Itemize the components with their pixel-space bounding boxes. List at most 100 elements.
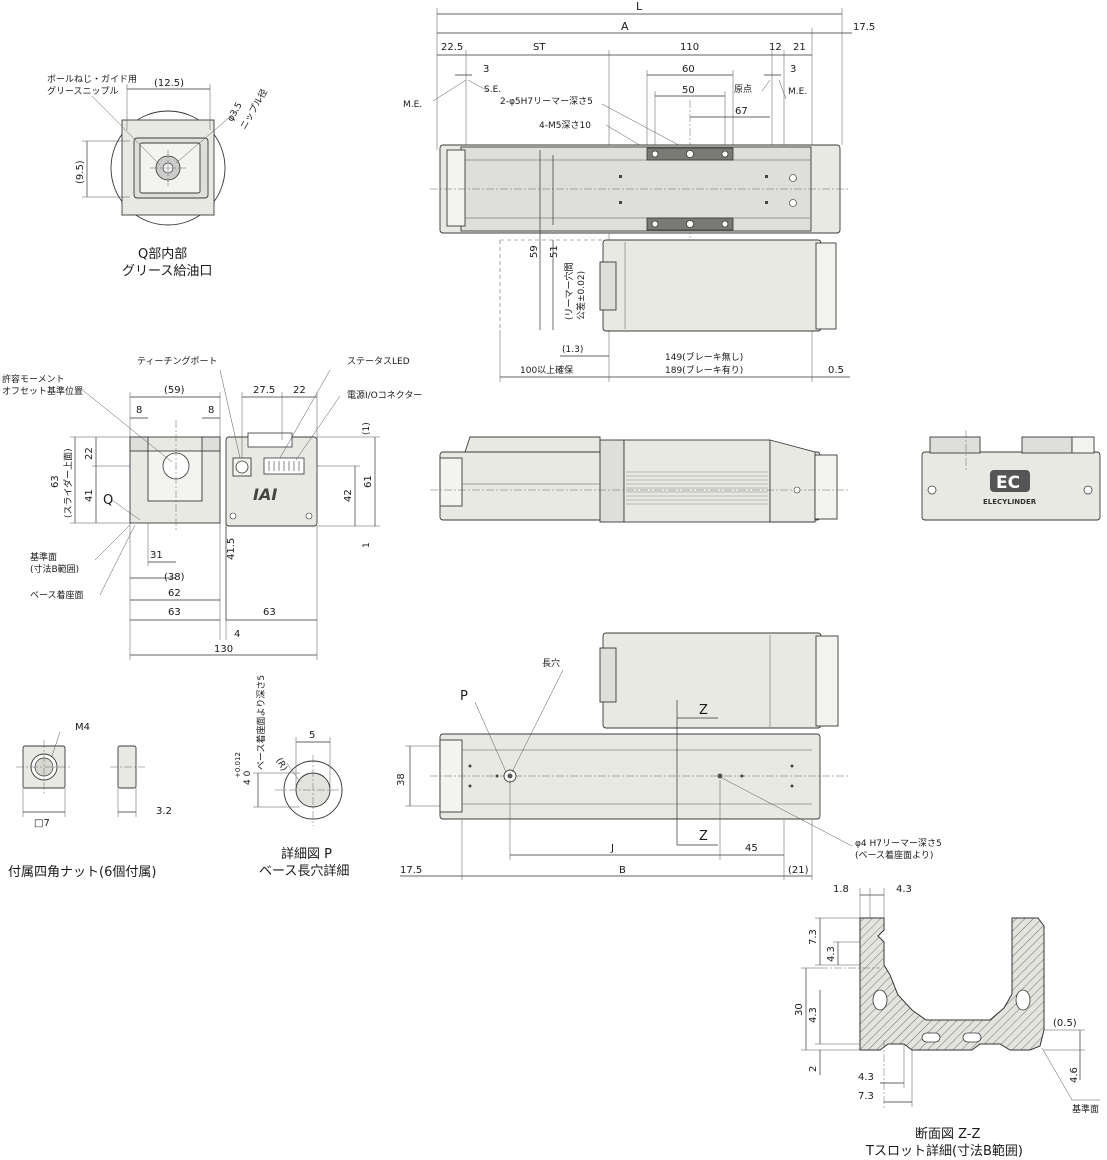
dim-12-5: (12.5) <box>154 78 184 89</box>
dim-3-left: 3 <box>483 64 489 75</box>
dim-38-end: (38) <box>164 572 185 583</box>
label-nipple-for: ボールねじ・ガイド用 <box>47 74 137 85</box>
dim-2: 2 <box>808 1066 819 1072</box>
label-origin: 原点 <box>734 84 752 95</box>
dim-7-3-bottom: 7.3 <box>858 1091 874 1102</box>
logo-elecylinder: ELECYLINDER <box>983 498 1037 506</box>
label-status-led: ステータスLED <box>347 356 410 367</box>
dim-b: B <box>619 865 626 876</box>
section-z-z: 1.8 4.3 7.3 4.3 30 4.3 (0.5) 2 4.6 4.3 7… <box>794 884 1100 1159</box>
end-view: IAI <box>2 355 422 660</box>
dim-4: 4 <box>234 629 240 640</box>
dim-8-left: 8 <box>136 405 142 416</box>
dim-4-3-v2: 4.3 <box>808 1007 819 1023</box>
dim-38-bottom: 38 <box>396 773 407 786</box>
label-me-left: M.E. <box>403 100 422 110</box>
dim-60: 60 <box>682 64 695 75</box>
label-ref-face-section: 基準面 <box>1072 1103 1099 1115</box>
dim-12: 12 <box>769 42 782 53</box>
q-caption-1: Q部内部 <box>138 246 187 262</box>
dim-62: 62 <box>168 588 181 599</box>
label-reamer-bottom: φ4 H7リーマー深さ5 <box>855 838 942 849</box>
section-caption-2: Tスロット詳細(寸法B範囲) <box>865 1143 1023 1159</box>
dim-67: 67 <box>735 106 748 117</box>
label-from-base: (ベース着座面より) <box>855 849 933 861</box>
label-reamer-top: 2-φ5H7リーマー深さ5 <box>500 96 593 107</box>
dim-1-top: (1) <box>362 422 372 435</box>
label-p: P <box>460 689 468 704</box>
dim-8-right: 8 <box>208 405 214 416</box>
square-nut: M4 □7 3.2 付属四角ナット(6個付属) <box>8 722 172 880</box>
p-caption-2: ベース長穴詳細 <box>259 863 349 879</box>
label-reamer-pitch: (リーマー穴間 <box>563 262 575 320</box>
label-moment: 許容モーメント <box>2 373 65 385</box>
dim-59-end: (59) <box>164 385 185 396</box>
dim-9-5: (9.5) <box>75 160 86 184</box>
dim-22-vert: 22 <box>84 447 95 460</box>
label-z-bottom: Z <box>699 829 708 844</box>
dim-4-3-v1: 4.3 <box>826 946 837 962</box>
bottom-view: 長穴 P Z Z φ4 H7リーマー深さ5 (ベース着座面より) 38 J 45… <box>396 632 942 880</box>
logo-iai: IAI <box>253 485 277 504</box>
dim-4-6: 4.6 <box>1069 1067 1080 1083</box>
label-power-connector: 電源I/Oコネクター <box>347 390 422 401</box>
dim-21-bottom: (21) <box>788 865 809 876</box>
dim-17-5-bottom: 17.5 <box>400 865 422 876</box>
label-ref-range: (寸法B範囲) <box>30 563 79 575</box>
label-slider-top: (スライダー上面) <box>62 448 74 518</box>
dim-0-5: 0.5 <box>828 365 844 376</box>
dim-41-5: 41.5 <box>226 538 237 560</box>
logo-ec: EC <box>996 473 1020 493</box>
label-se: S.E. <box>484 85 501 95</box>
label-ref-face: 基準面 <box>30 551 57 563</box>
dim-63-vert: 63 <box>50 475 61 488</box>
dim-4-3-bottom: 4.3 <box>858 1072 874 1083</box>
dim-17-5: 17.5 <box>853 22 875 33</box>
side-view <box>430 436 850 523</box>
dim-1-8: 1.8 <box>833 884 849 895</box>
label-p-r: (R) <box>273 757 288 774</box>
label-teaching-port: ティーチングポート <box>137 355 217 367</box>
dim-3-2: 3.2 <box>156 806 172 817</box>
dim-21: 21 <box>793 42 806 53</box>
dim-7-3: 7.3 <box>808 929 819 945</box>
dim-41: 41 <box>84 489 95 502</box>
label-m4: M4 <box>75 722 90 733</box>
dim-1-3: (1.3) <box>562 345 583 355</box>
dim-110: 110 <box>680 42 699 53</box>
dim-0-5-section: (0.5) <box>1053 1018 1077 1029</box>
label-tap: 4-M5深さ10 <box>539 120 591 131</box>
front-view: EC ELECYLINDER <box>921 430 1101 521</box>
dim-sq7: □7 <box>34 818 50 829</box>
label-grease-nipple: グリースニップル <box>47 85 119 97</box>
label-q: Q <box>103 493 113 508</box>
label-me-right: M.E. <box>788 87 807 97</box>
label-base-face: ベース着座面 <box>30 589 84 601</box>
dim-130: 130 <box>214 644 233 655</box>
dim-4-3-top: 4.3 <box>896 884 912 895</box>
section-caption-1: 断面図 Z-Z <box>915 1127 981 1142</box>
dim-22-5: 22.5 <box>441 42 463 53</box>
dim-51-right: 51 <box>549 245 560 258</box>
dim-1-bottom: 1 <box>362 542 372 548</box>
dim-63-b: 63 <box>263 607 276 618</box>
dim-j: J <box>610 843 614 854</box>
dim-45: 45 <box>745 843 758 854</box>
label-slot: 長穴 <box>542 657 560 669</box>
dim-st: ST <box>533 42 546 53</box>
label-tolerance: 公差±0.02) <box>575 271 587 320</box>
p-caption-1: 詳細図 P <box>281 846 332 862</box>
top-view: L A 17.5 22.5 ST 110 12 21 3 3 60 50 67 … <box>403 0 875 382</box>
dim-61: 61 <box>363 475 374 488</box>
nut-caption: 付属四角ナット(6個付属) <box>8 865 156 880</box>
dim-3-right: 3 <box>790 64 796 75</box>
label-no-brake: 149(ブレーキ無し) <box>665 351 743 363</box>
label-p-depth: ベース着座面より深さ5 <box>255 675 267 770</box>
label-with-brake: 189(ブレーキ有り) <box>665 364 743 376</box>
p-detail: ベース着座面より深さ5 4 0 +0.012 (R) 5 詳細図 P ベース長穴… <box>234 675 349 879</box>
dim-5: 5 <box>309 730 315 741</box>
dim-l: L <box>636 0 643 13</box>
dim-a: A <box>621 20 629 33</box>
dim-63-a: 63 <box>168 607 181 618</box>
